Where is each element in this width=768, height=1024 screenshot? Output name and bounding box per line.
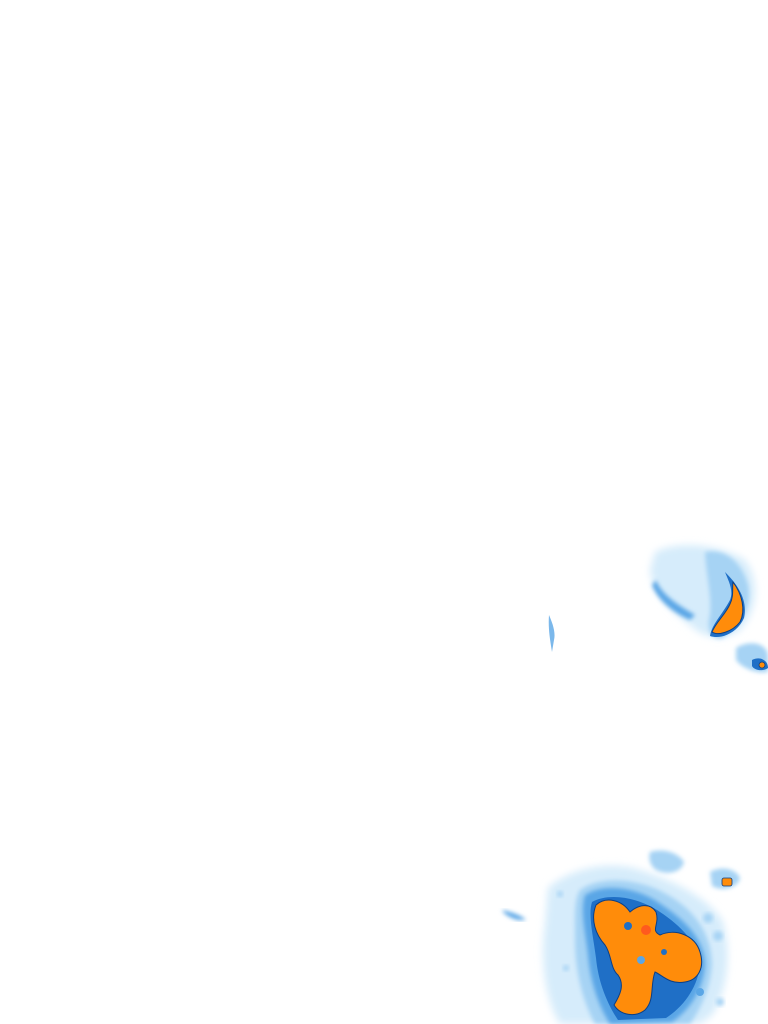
storm-cell-east — [650, 545, 768, 673]
rain-echo-isolated — [548, 615, 555, 652]
storm-cell-south — [502, 850, 740, 1024]
rain-fleck — [713, 931, 723, 941]
rain-fleck — [703, 913, 713, 923]
rain-fleck — [696, 988, 704, 996]
rain-core-intense — [593, 899, 703, 1016]
rain-core-gap — [637, 956, 645, 964]
rain-core-extreme — [641, 925, 651, 935]
rain-streak-west — [502, 910, 526, 920]
rain-fleck — [563, 965, 569, 971]
rain-fleck — [557, 891, 563, 897]
rain-fleck — [716, 998, 724, 1006]
rain-core-intense — [711, 580, 744, 635]
rain-core-gap — [624, 922, 632, 930]
rain-core-gap — [661, 949, 667, 955]
rain-core-dot — [758, 661, 766, 669]
rain-core-small — [721, 877, 733, 887]
rain-cell-north — [649, 850, 684, 873]
rain-band-edge — [652, 580, 695, 620]
